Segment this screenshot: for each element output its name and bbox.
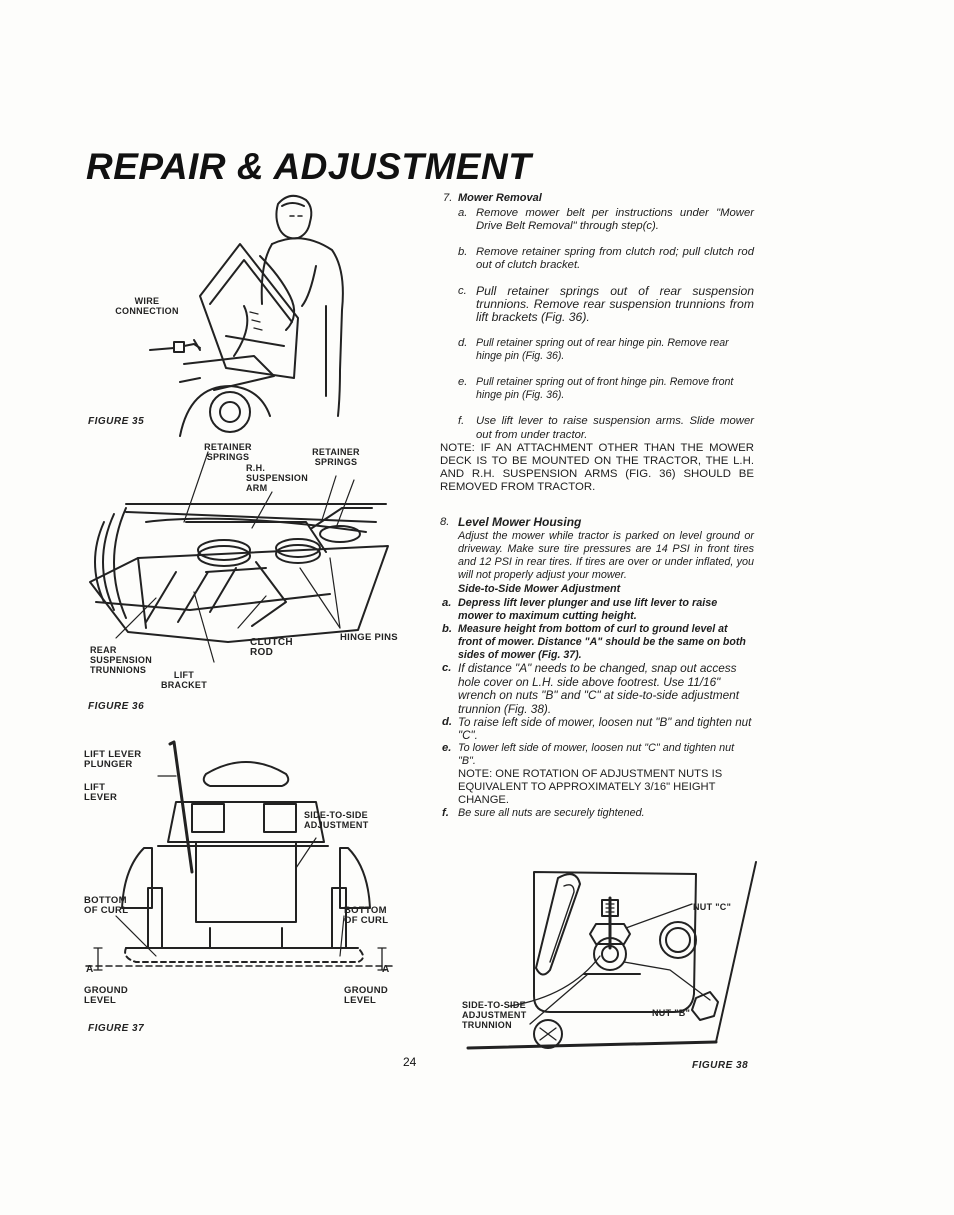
figure-37-caption: FIGURE 37 bbox=[88, 1023, 145, 1034]
hinge-pins-label: HINGE PINS bbox=[340, 632, 398, 643]
step-text: Use lift lever to raise suspension arms.… bbox=[476, 415, 754, 441]
step-text: If distance "A" needs to be changed, sna… bbox=[458, 661, 740, 716]
ground-level-right-label: GROUND LEVEL bbox=[344, 985, 389, 1006]
step-text: To raise left side of mower, loosen nut … bbox=[458, 716, 752, 743]
list-item: f. Be sure all nuts are securely tighten… bbox=[440, 807, 754, 820]
step-text: Be sure all nuts are securely tightened. bbox=[458, 807, 645, 820]
step-letter: c. bbox=[458, 285, 467, 298]
step-letter: c. bbox=[442, 662, 452, 675]
list-item: d. To raise left side of mower, loosen n… bbox=[440, 716, 754, 742]
step-letter: f. bbox=[442, 807, 449, 820]
retainer-springs-left-label: RETAINER SPRINGS bbox=[204, 442, 252, 462]
section-7-number: 7. bbox=[443, 192, 453, 204]
step-letter: e. bbox=[458, 376, 468, 389]
step-letter: b. bbox=[458, 245, 468, 258]
rear-suspension-trunnions-label: REAR SUSPENSION TRUNNIONS bbox=[90, 645, 153, 675]
page-title: REPAIR & ADJUSTMENT bbox=[86, 146, 532, 187]
list-item: c. Pull retainer springs out of rear sus… bbox=[458, 284, 754, 325]
step-letter: b. bbox=[442, 623, 453, 636]
lift-bracket-label: LIFT BRACKET bbox=[160, 670, 208, 690]
side-to-side-adjustment-label: SIDE-TO-SIDE ADJUSTMENT bbox=[304, 810, 369, 830]
distance-a-left-label: A bbox=[86, 964, 94, 975]
bottom-of-curl-left-label: BOTTOM OF CURL bbox=[84, 895, 129, 916]
distance-a-right-label: A bbox=[382, 964, 390, 975]
lift-lever-plunger-label: LIFT LEVER PLUNGER bbox=[84, 749, 142, 770]
nut-b-label: NUT "B" bbox=[652, 1008, 691, 1018]
lift-lever-label: LIFT LEVER bbox=[84, 782, 118, 803]
step-letter: d. bbox=[458, 336, 468, 349]
bottom-of-curl-right-label: BOTTOM OF CURL bbox=[344, 905, 389, 926]
step-text: Pull retainer springs out of rear suspen… bbox=[476, 284, 754, 325]
figure-38-illustration bbox=[466, 861, 757, 1050]
section-8-intro: Adjust the mower while tractor is parked… bbox=[458, 530, 754, 582]
step-text: Depress lift lever plunger and use lift … bbox=[458, 597, 718, 623]
list-item: c. If distance "A" needs to be changed, … bbox=[440, 662, 754, 716]
step-letter: f. bbox=[458, 415, 465, 428]
figure-35-caption: FIGURE 35 bbox=[88, 416, 145, 427]
ground-level-left-label: GROUND LEVEL bbox=[84, 985, 129, 1006]
figure-37-illustration bbox=[85, 740, 397, 971]
step-list: a. Remove mower belt per instructions un… bbox=[440, 207, 754, 442]
section-8-subheading: Side-to-Side Mower Adjustment bbox=[458, 583, 621, 596]
step-letter: a. bbox=[458, 207, 468, 220]
list-item: f. Use lift lever to raise suspension ar… bbox=[458, 415, 754, 441]
step-letter: d. bbox=[442, 716, 453, 729]
step-text: Remove retainer spring from clutch rod; … bbox=[476, 245, 754, 271]
step-letter: e. bbox=[442, 742, 452, 755]
section-8-note: NOTE: ONE ROTATION OF ADJUSTMENT NUTS IS… bbox=[458, 768, 723, 807]
step-text: Pull retainer spring out of front hinge … bbox=[476, 376, 734, 402]
list-item: e. To lower left side of mower, loosen n… bbox=[440, 742, 754, 768]
list-item: b. Remove retainer spring from clutch ro… bbox=[458, 246, 754, 272]
step-text: Measure height from bottom of curl to gr… bbox=[458, 623, 746, 662]
section-7-note: NOTE: IF AN ATTACHMENT OTHER THAN THE MO… bbox=[440, 441, 754, 493]
list-item: d. Pull retainer spring out of rear hing… bbox=[458, 337, 754, 363]
step-letter: a. bbox=[442, 597, 452, 610]
trunnion-label: SIDE-TO-SIDE ADJUSTMENT TRUNNION bbox=[462, 1000, 527, 1030]
figure-35-illustration bbox=[149, 194, 344, 437]
rh-suspension-arm-label: R.H. SUSPENSION ARM bbox=[246, 463, 309, 493]
list-item: b. Measure height from bottom of curl to… bbox=[440, 623, 754, 662]
list-item: a. Depress lift lever plunger and use li… bbox=[440, 597, 754, 623]
figure-36-caption: FIGURE 36 bbox=[88, 701, 145, 712]
section-7: 7. Mower Removal a. Remove mower belt pe… bbox=[440, 192, 754, 494]
step-list: a. Depress lift lever plunger and use li… bbox=[440, 597, 754, 820]
list-item: e. Pull retainer spring out of front hin… bbox=[458, 376, 754, 402]
step-text: Pull retainer spring out of rear hinge p… bbox=[476, 336, 729, 362]
clutch-rod-label: CLUTCH ROD bbox=[250, 637, 293, 658]
figure-38-caption: FIGURE 38 bbox=[692, 1060, 749, 1071]
step-text: To lower left side of mower, loosen nut … bbox=[458, 742, 735, 768]
section-7-heading: Mower Removal bbox=[458, 192, 542, 204]
section-8-heading: Level Mower Housing bbox=[458, 515, 582, 529]
wire-connection-label: WIRE CONNECTION bbox=[115, 296, 179, 316]
section-8: 8. Level Mower Housing Adjust the mower … bbox=[440, 515, 754, 820]
retainer-springs-right-label: RETAINER SPRINGS bbox=[312, 447, 360, 467]
page-number: 24 bbox=[403, 1055, 417, 1069]
step-text: Remove mower belt per instructions under… bbox=[476, 207, 754, 233]
list-item: a. Remove mower belt per instructions un… bbox=[458, 207, 754, 233]
nut-c-label: NUT "C" bbox=[693, 902, 732, 912]
section-8-number: 8. bbox=[440, 516, 450, 528]
figure-36-illustration bbox=[89, 451, 389, 663]
